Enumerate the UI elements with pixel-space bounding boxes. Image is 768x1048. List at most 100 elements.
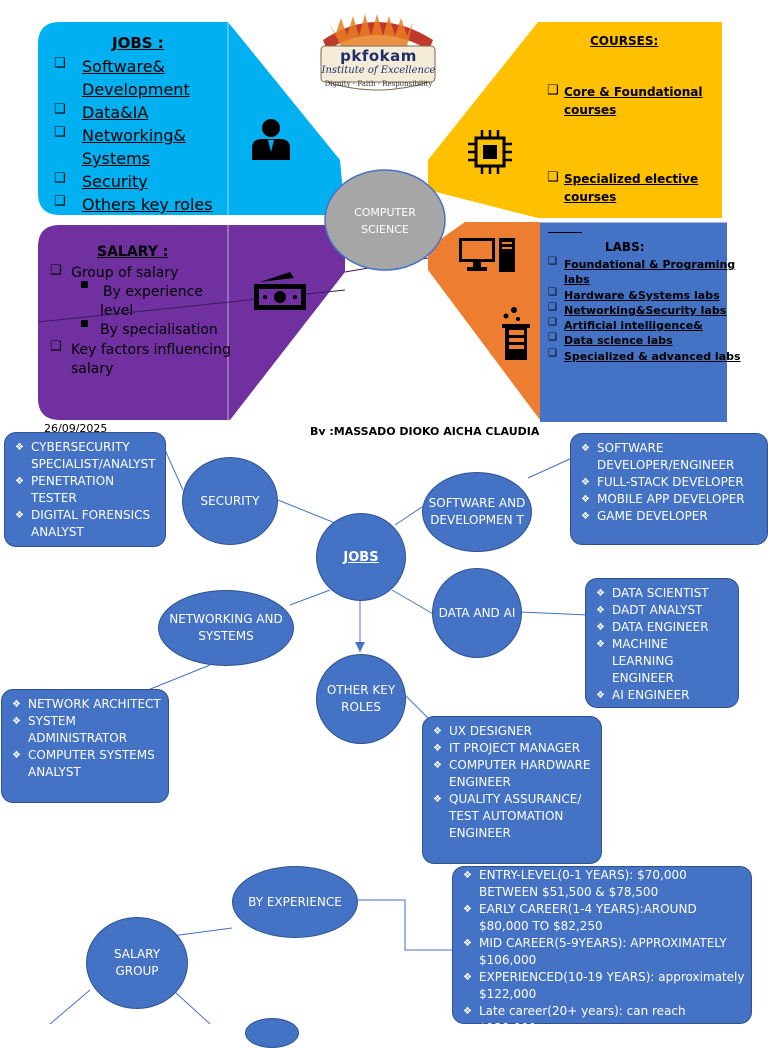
jobs-item: Security — [82, 172, 148, 191]
labs-item: labs — [564, 273, 590, 286]
jobs-item: Development — [82, 80, 190, 99]
list-item: EARLY CAREER(1-4 YEARS):AROUND $80,000 T… — [461, 901, 745, 935]
beaker-icon — [502, 307, 530, 360]
list-item: DIGITAL FORENSICS ANALYST — [13, 507, 159, 541]
money-icon — [254, 272, 306, 310]
salary-item: Group of salary — [71, 265, 179, 281]
checkbox-icon: ❑ — [547, 83, 559, 98]
jobs-item: Networking& — [82, 126, 187, 145]
logo-subtitle: Institute of Excellence — [321, 65, 436, 76]
center-ellipse — [324, 169, 446, 271]
checkbox-icon: ❑ — [548, 317, 557, 328]
mindmap-connectors — [49, 449, 589, 1024]
courses-item: Specialized elective — [564, 172, 699, 186]
labs-item: Artificial intelligence& — [564, 319, 703, 332]
checkbox-icon: ❑ — [50, 339, 62, 354]
checkbox-icon: ❑ — [548, 302, 557, 313]
by-experience-node: BY EXPERIENCE — [232, 866, 358, 938]
person-icon — [252, 119, 290, 160]
list-item: SYSTEM ADMINISTRATOR — [10, 713, 162, 747]
list-item: QUALITY ASSURANCE/ TEST AUTOMATION ENGIN… — [431, 791, 595, 842]
labs-item: Specialized & advanced labs — [564, 350, 741, 363]
list-item: UX DESIGNER — [431, 723, 595, 740]
checkbox-icon: ❑ — [548, 256, 557, 267]
logo-crest-icon — [320, 14, 436, 91]
list-item: COMPUTER SYSTEMS ANALYST — [10, 747, 162, 781]
labs-item: Hardware &Systems labs — [564, 289, 720, 302]
courses-panel — [428, 22, 722, 218]
list-item: DADT ANALYST — [594, 602, 732, 619]
security-list-box: CYBERSECURITY SPECIALIST/ANALYST PENETRA… — [4, 432, 166, 547]
list-item: DATA SCIENTIST — [594, 585, 732, 602]
checkbox-icon: ❑ — [548, 348, 557, 359]
data-ai-node: DATA AND AI — [432, 568, 522, 658]
labs-item: Foundational & Programing — [564, 258, 736, 271]
list-item: FULL-STACK DEVELOPER — [579, 474, 761, 491]
software-node: SOFTWARE AND DEVELOPMEN T — [422, 472, 532, 552]
experience-list-box: ENTRY-LEVEL(0-1 YEARS): $70,000 BETWEEN … — [452, 866, 752, 1035]
by-specialisation-node — [245, 1018, 299, 1048]
list-item: MOBILE APP DEVELOPER — [579, 491, 761, 508]
list-item: EXPERIENCED(10-19 YEARS): approximately … — [461, 969, 745, 1003]
software-list-box: SOFTWARE DEVELOPER/ENGINEER FULL-STACK D… — [570, 433, 768, 545]
list-item: GAME DEVELOPER — [579, 508, 761, 525]
list-item: MID CAREER(5-9YEARS): APPROXIMATELY $106… — [461, 935, 745, 969]
jobs-item: Others key roles — [82, 195, 213, 214]
checkbox-icon: ❑ — [54, 56, 66, 71]
salary-item: By experience — [103, 284, 203, 300]
labs-title: LABS: — [605, 240, 645, 254]
list-item: NETWORK ARCHITECT — [10, 696, 162, 713]
chip-icon — [468, 130, 512, 174]
jobs-item: Systems — [82, 149, 150, 168]
list-item: IT PROJECT MANAGER — [431, 740, 595, 757]
checkbox-icon: ❑ — [54, 125, 66, 140]
checkbox-icon: ❑ — [54, 171, 66, 186]
salary-title: SALARY : — [97, 244, 169, 260]
salary-group-node: SALARY GROUP — [86, 917, 188, 1009]
labs-rule — [548, 232, 582, 233]
author-label: By :MASSADO DJOKO AICHA CLAUDIA — [310, 425, 540, 435]
checkbox-icon: ❑ — [50, 263, 62, 278]
bullet-icon: ■ — [80, 319, 89, 329]
list-item: DATA ENGINEER — [594, 619, 732, 636]
list-item: AI ENGINEER — [594, 687, 732, 704]
other-roles-node: OTHER KEY ROLES — [316, 654, 406, 744]
list-item: SOFTWARE DEVELOPER/ENGINEER — [579, 440, 761, 474]
jobs-item: Software& — [82, 57, 166, 76]
checkbox-icon: ❑ — [548, 332, 557, 343]
courses-item: courses — [564, 190, 617, 204]
salary-item: salary — [71, 361, 114, 377]
salary-item: level — [100, 303, 134, 319]
checkbox-icon: ❑ — [54, 102, 66, 117]
date-label: 26/09/2025 — [44, 422, 108, 435]
courses-title: COURSES: — [590, 34, 659, 48]
labs-item: Networking&Security labs — [564, 304, 727, 317]
data-list-box: DATA SCIENTIST DADT ANALYST DATA ENGINEE… — [585, 578, 739, 708]
center-label: COMPUTER SCIENCE — [354, 206, 416, 236]
checkbox-icon: ❑ — [547, 170, 559, 185]
jobs-title: JOBS : — [112, 34, 164, 52]
courses-item: Core & Foundational — [564, 85, 703, 99]
labs-item: Data science labs — [564, 334, 673, 347]
list-item: ENTRY-LEVEL(0-1 YEARS): $70,000 BETWEEN … — [461, 867, 745, 901]
network-list-box: NETWORK ARCHITECT SYSTEM ADMINISTRATOR C… — [1, 689, 169, 803]
courses-item: courses — [564, 103, 617, 117]
checkbox-icon: ❑ — [548, 287, 557, 298]
list-item: PENETRATION TESTER — [13, 473, 159, 507]
jobs-node: JOBS — [316, 513, 406, 601]
list-item: Late career(20+ years): can reach $129,0… — [461, 1003, 745, 1037]
other-roles-list-box: UX DESIGNER IT PROJECT MANAGER COMPUTER … — [422, 716, 602, 864]
logo-name: pkfokam — [340, 47, 417, 65]
salary-item: Key factors influencing — [71, 342, 231, 358]
list-item: MACHINE LEARNING ENGINEER — [594, 636, 732, 687]
salary-panel — [38, 225, 345, 420]
networking-node: NETWORKING AND SYSTEMS — [158, 590, 294, 666]
security-node: SECURITY — [182, 457, 278, 545]
jobs-panel — [38, 22, 345, 215]
jobs-item: Data&IA — [82, 103, 149, 122]
salary-item: By specialisation — [100, 322, 218, 338]
logo-motto: Dignity - Faith - Responsibility — [324, 80, 433, 88]
computer-icon — [459, 238, 515, 272]
logo — [320, 14, 436, 91]
list-item: CYBERSECURITY SPECIALIST/ANALYST — [13, 439, 159, 473]
